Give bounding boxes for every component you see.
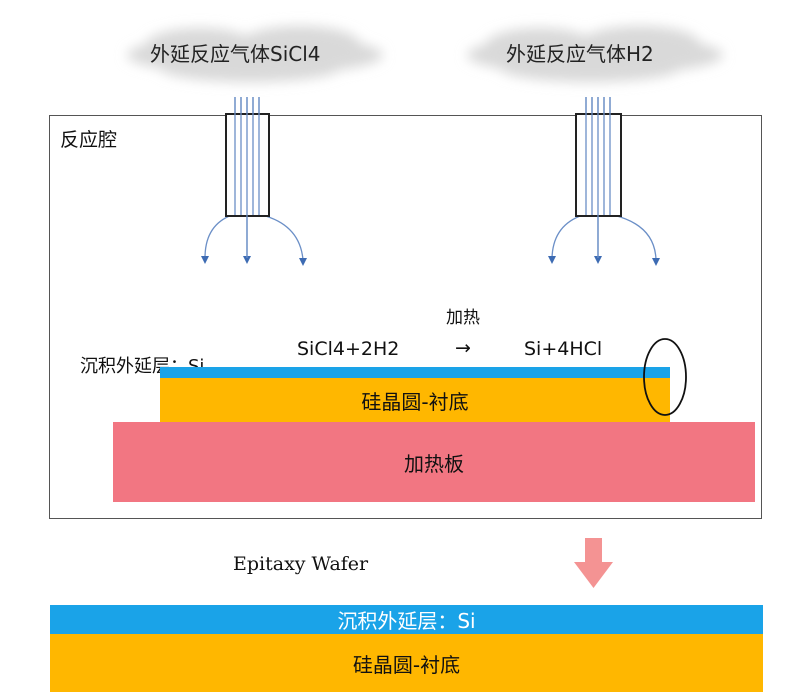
- reactants: SiCl4+2H2: [297, 338, 400, 360]
- gas-arrowheads-right: [548, 256, 660, 266]
- result-epitaxial-layer: 沉积外延层：Si: [50, 605, 763, 634]
- heater-plate: 加热板: [113, 422, 755, 502]
- result-epitaxial-layer-label: 沉积外延层：Si: [337, 609, 476, 633]
- reaction-chamber: [49, 115, 762, 519]
- products: Si+4HCl: [524, 338, 603, 360]
- epitaxial-layer: [160, 367, 670, 378]
- cloud-left-label: 外延反应气体SiCl4: [150, 42, 321, 66]
- wafer-substrate-label: 硅晶圆-衬底: [361, 389, 469, 414]
- result-wafer-substrate: 硅晶圆-衬底: [50, 634, 763, 692]
- cloud-right: [467, 26, 723, 82]
- cloud-right-label: 外延反应气体H2: [506, 42, 654, 66]
- chamber-label: 反应腔: [60, 129, 118, 151]
- reaction-arrow: →: [455, 337, 471, 359]
- gas-arrowheads-left: [201, 256, 307, 266]
- cloud-left: [127, 26, 383, 82]
- wafer-substrate: 硅晶圆-衬底: [160, 378, 670, 422]
- down-arrow-icon: [574, 538, 613, 588]
- edge-highlight-ellipse: [643, 338, 687, 416]
- result-caption: Epitaxy Wafer: [233, 553, 369, 575]
- result-wafer-substrate-label: 硅晶圆-衬底: [352, 652, 461, 677]
- heating-condition: 加热: [446, 308, 480, 328]
- heater-plate-label: 加热板: [404, 451, 464, 476]
